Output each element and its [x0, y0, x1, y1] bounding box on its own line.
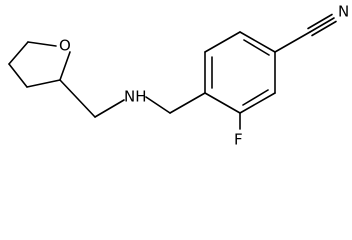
bond-o-c2: [59, 51, 71, 81]
bond-triple-3: [311, 20, 337, 37]
bond-nh-ch2: [145, 96, 171, 114]
nitrile-group: [274, 13, 337, 53]
bond-ring-f: [204, 92, 241, 114]
bond-ch2-ring: [169, 92, 206, 114]
linker-chain: [59, 79, 206, 118]
bond-c3-c4: [8, 63, 28, 88]
fluorine-label: F: [234, 131, 243, 149]
bond-ring-cn: [274, 31, 311, 53]
bond-ring-b: [204, 31, 241, 53]
bond-c2-c3: [26, 79, 61, 88]
nitrile-nitrogen-label: N: [338, 3, 349, 21]
oxygen-label: O: [59, 37, 71, 55]
oxolane-ring: [8, 41, 71, 88]
bond-ring-c: [239, 31, 276, 53]
structure-canvas: O NH F N: [8, 2, 350, 149]
bond-ring-double-3: [242, 89, 269, 106]
amine-label: NH: [124, 88, 147, 106]
benzene-ring: [204, 31, 276, 114]
bond-triple-2: [307, 13, 333, 30]
bond-ring-e: [239, 92, 276, 114]
bond-c5-o: [27, 41, 57, 47]
bond-ring-double-2: [243, 39, 270, 56]
bond-triple-1: [309, 17, 335, 33]
bond-c4-c5: [8, 41, 29, 65]
structure-drawing: O NH F N: [8, 3, 349, 149]
bond-ch2-nh: [94, 99, 125, 118]
bond-c2-ch2: [59, 79, 96, 118]
